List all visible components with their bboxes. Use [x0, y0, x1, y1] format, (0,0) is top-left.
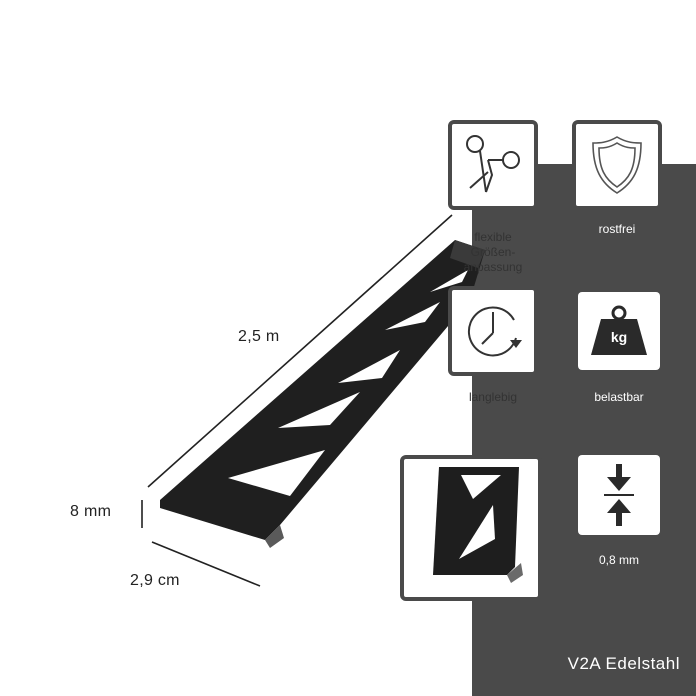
clock-icon: [460, 298, 526, 364]
feature-label-thickness: 0,8 mm: [598, 553, 639, 567]
feature-label-flexible: flexible Größen- anpassung: [463, 230, 523, 274]
feature-tile-rostfrei: [572, 120, 662, 210]
width-label: 2,9 cm: [130, 572, 180, 589]
feature-tile-belastbar: kg: [578, 292, 660, 370]
length-label: 2,5 m: [238, 328, 280, 345]
feature-label-belastbar: belastbar: [594, 390, 644, 404]
profile-detail-frame: [400, 455, 542, 601]
feature-tile-langlebig: [448, 286, 538, 376]
feature-tile-flexible: [448, 120, 538, 210]
material-label: V2A Edelstahl: [567, 654, 680, 673]
feature-label-langlebig: langlebig: [468, 390, 518, 404]
weight-unit-text: kg: [610, 329, 628, 345]
dark-info-panel: [472, 164, 696, 696]
shield-icon: [587, 133, 647, 197]
feature-tile-thickness: [578, 455, 660, 535]
profile-closeup-image: [411, 463, 531, 593]
height-label: 8 mm: [70, 503, 112, 520]
weight-icon: kg: [589, 305, 649, 357]
scissors-icon: [458, 130, 528, 200]
compression-arrows-icon: [594, 462, 644, 528]
feature-label-rostfrei: rostfrei: [598, 222, 636, 236]
